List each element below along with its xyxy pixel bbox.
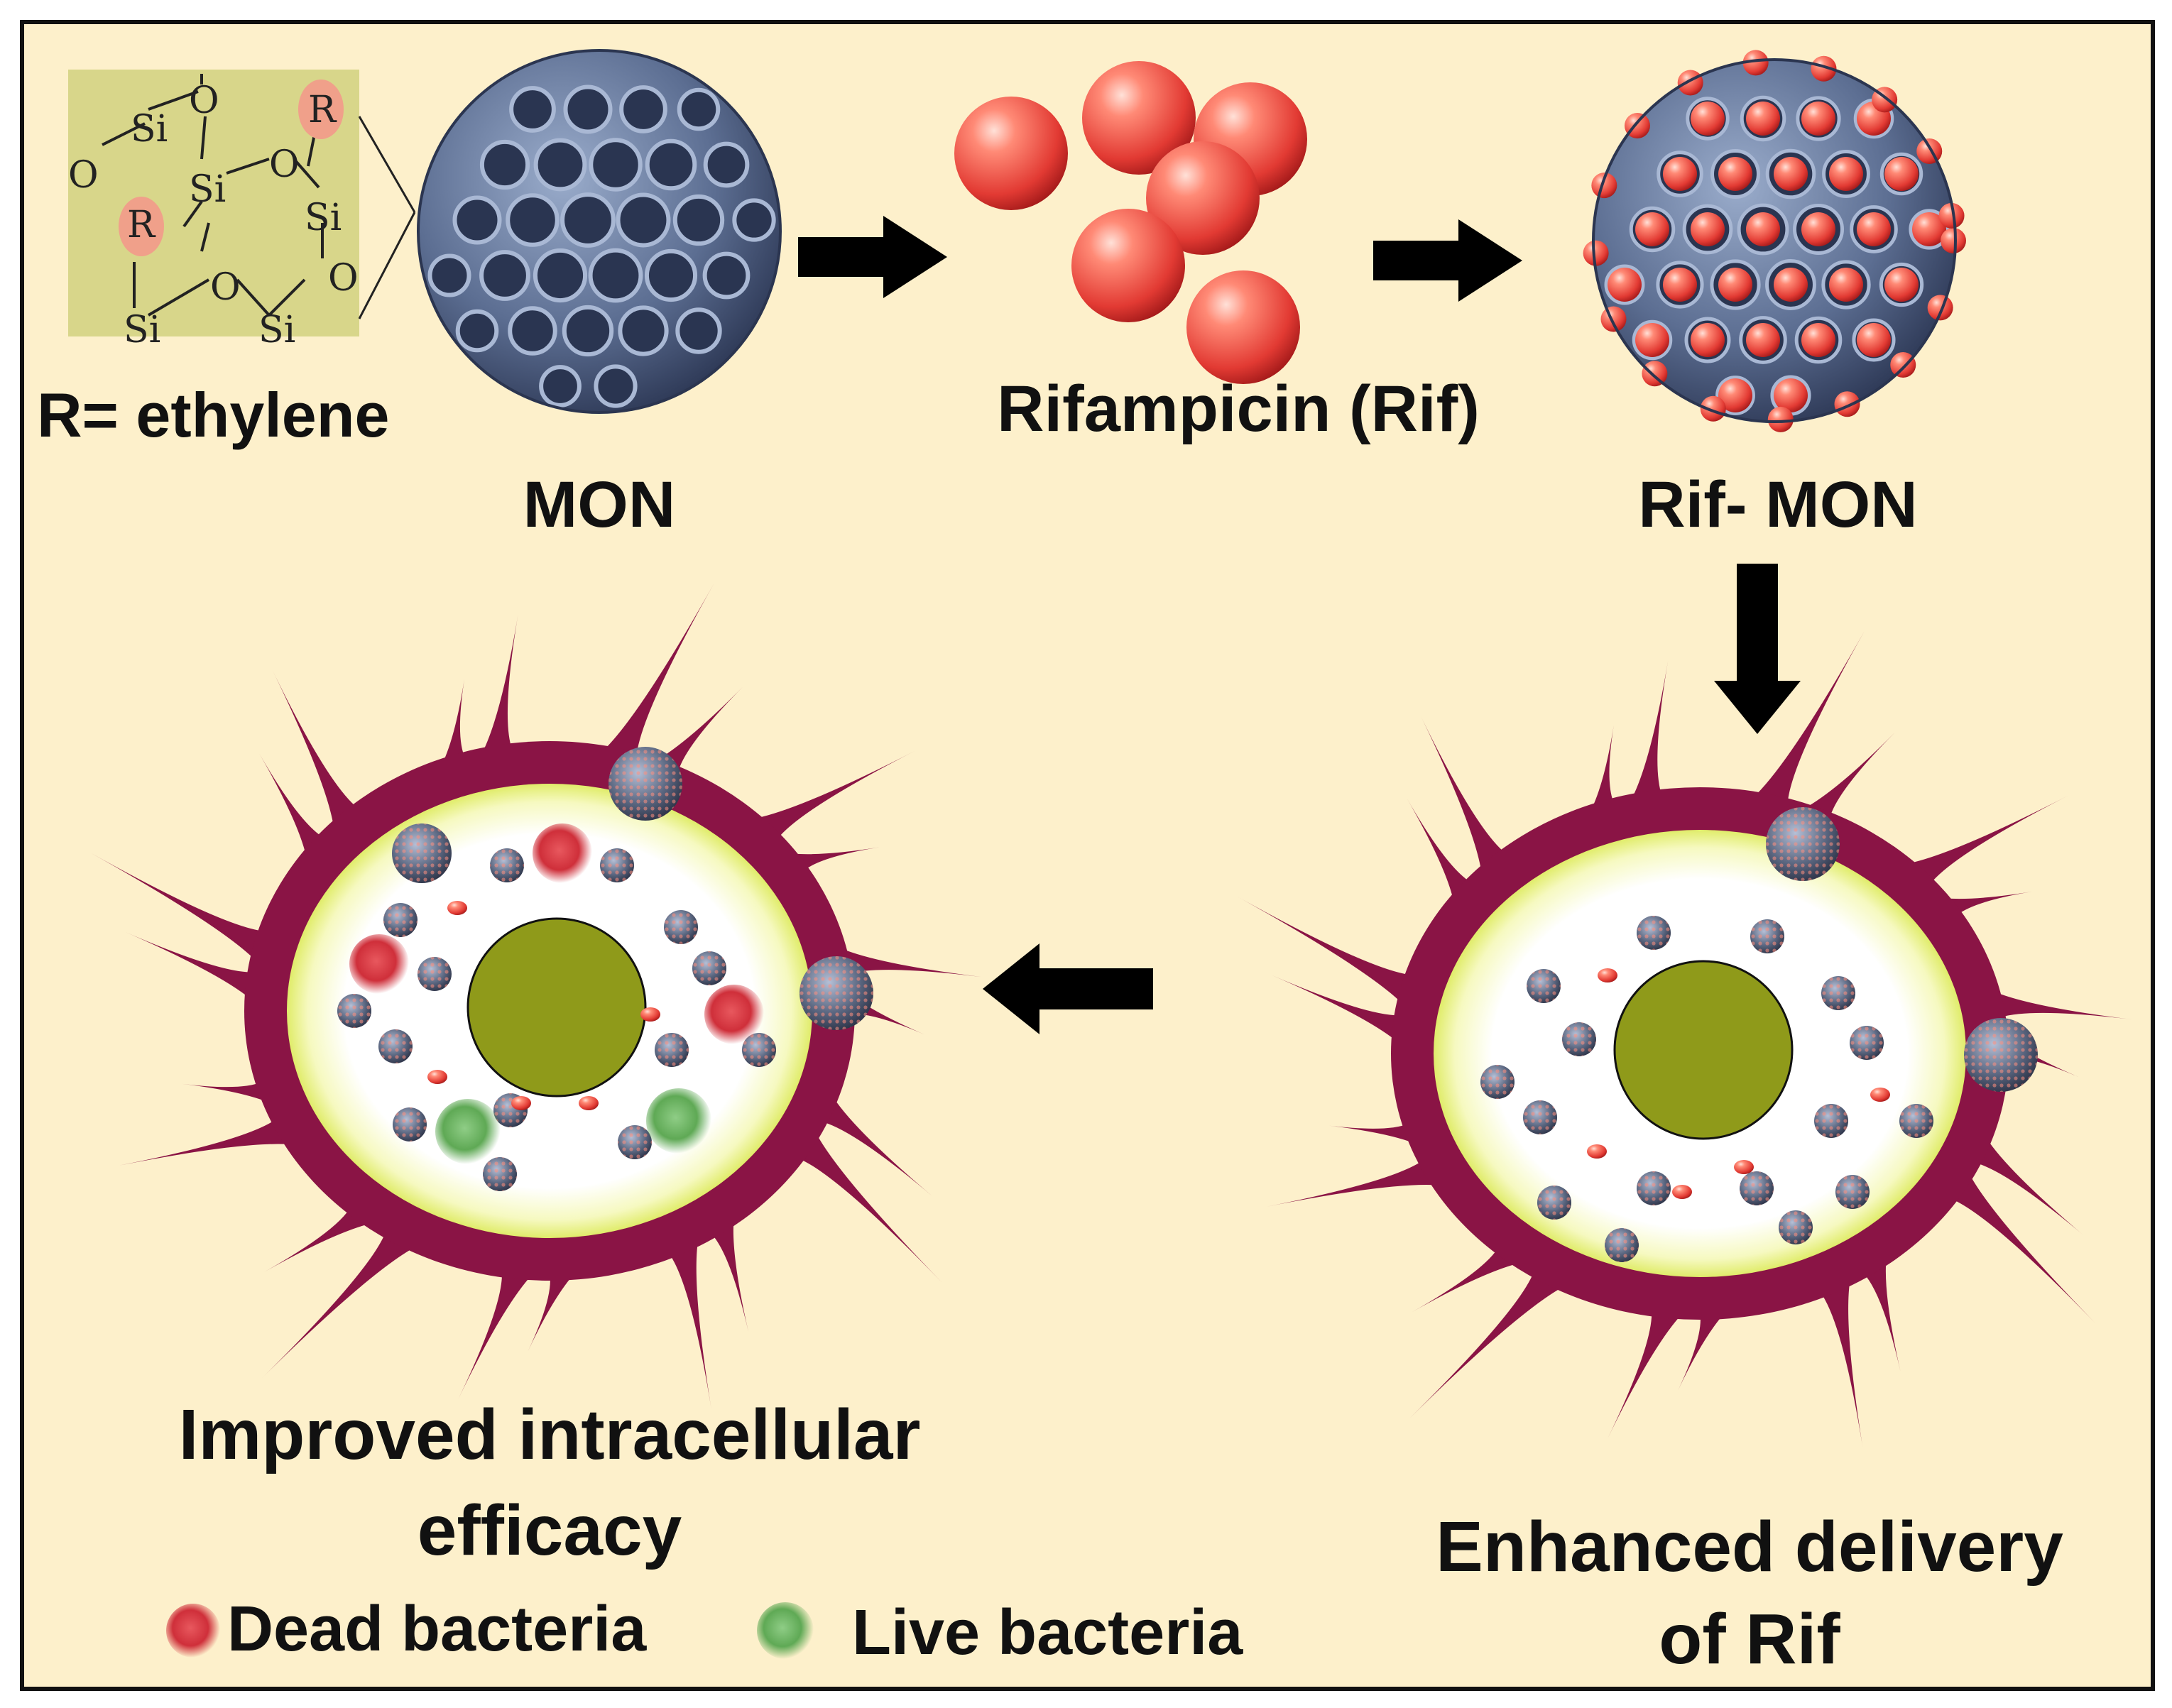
o-atom-1: O [189, 80, 219, 122]
improved-efficacy-line2: efficacy [417, 1491, 682, 1570]
rifampicin-molecules [954, 61, 1307, 384]
o-atom-2: O [269, 143, 300, 186]
improved-efficacy-label: Improved intracellular efficacy [81, 1387, 1018, 1579]
o-atom-4: O [328, 257, 359, 300]
r-group-label: R= ethylene [37, 380, 390, 450]
mon-nanoparticle [417, 49, 782, 414]
rif-mon-nanoparticle [1583, 50, 1966, 432]
enhanced-delivery-label: Enhanced delivery of Rif [1345, 1501, 2154, 1685]
figure-frame: R R Si Si Si Si Si O O O O O [20, 20, 2155, 1691]
arrow-left [983, 943, 1153, 1034]
si-atom-4: Si [124, 309, 160, 351]
rif-mon-label: Rif- MON [1638, 469, 1918, 541]
arrow-down [1714, 564, 1801, 734]
si-atom-3: Si [305, 197, 342, 239]
arrow-right-1 [798, 216, 947, 298]
r-substituent-1: R [127, 204, 156, 246]
mon-label: MON [523, 469, 676, 541]
diagram-artwork: R R Si Si Si Si Si O O O O O [68, 49, 2135, 1659]
si-atom-5: Si [258, 309, 295, 351]
o-atom-3: O [210, 266, 241, 309]
enhanced-delivery-line2: of Rif [1659, 1599, 1840, 1679]
legend-dead-label: Dead bacteria [227, 1594, 647, 1665]
r-substituent-2: R [308, 89, 337, 131]
legend-live-label: Live bacteria [852, 1597, 1243, 1668]
enhanced-delivery-line1: Enhanced delivery [1436, 1507, 2063, 1587]
improved-efficacy-line1: Improved intracellular [178, 1395, 921, 1474]
si-atom-2: Si [189, 168, 226, 211]
chemical-structure: R R Si Si Si Si Si O O O O O [68, 70, 416, 351]
legend-dead-marker [166, 1604, 220, 1658]
host-cell-right [1237, 628, 2135, 1450]
o-atom-5: O [68, 154, 99, 197]
si-atom-1: Si [131, 108, 168, 150]
legend-live-marker [757, 1602, 814, 1659]
host-cell-left [90, 583, 981, 1410]
rifampicin-label: Rifampicin (Rif) [997, 373, 1480, 445]
arrow-right-2 [1373, 219, 1522, 302]
